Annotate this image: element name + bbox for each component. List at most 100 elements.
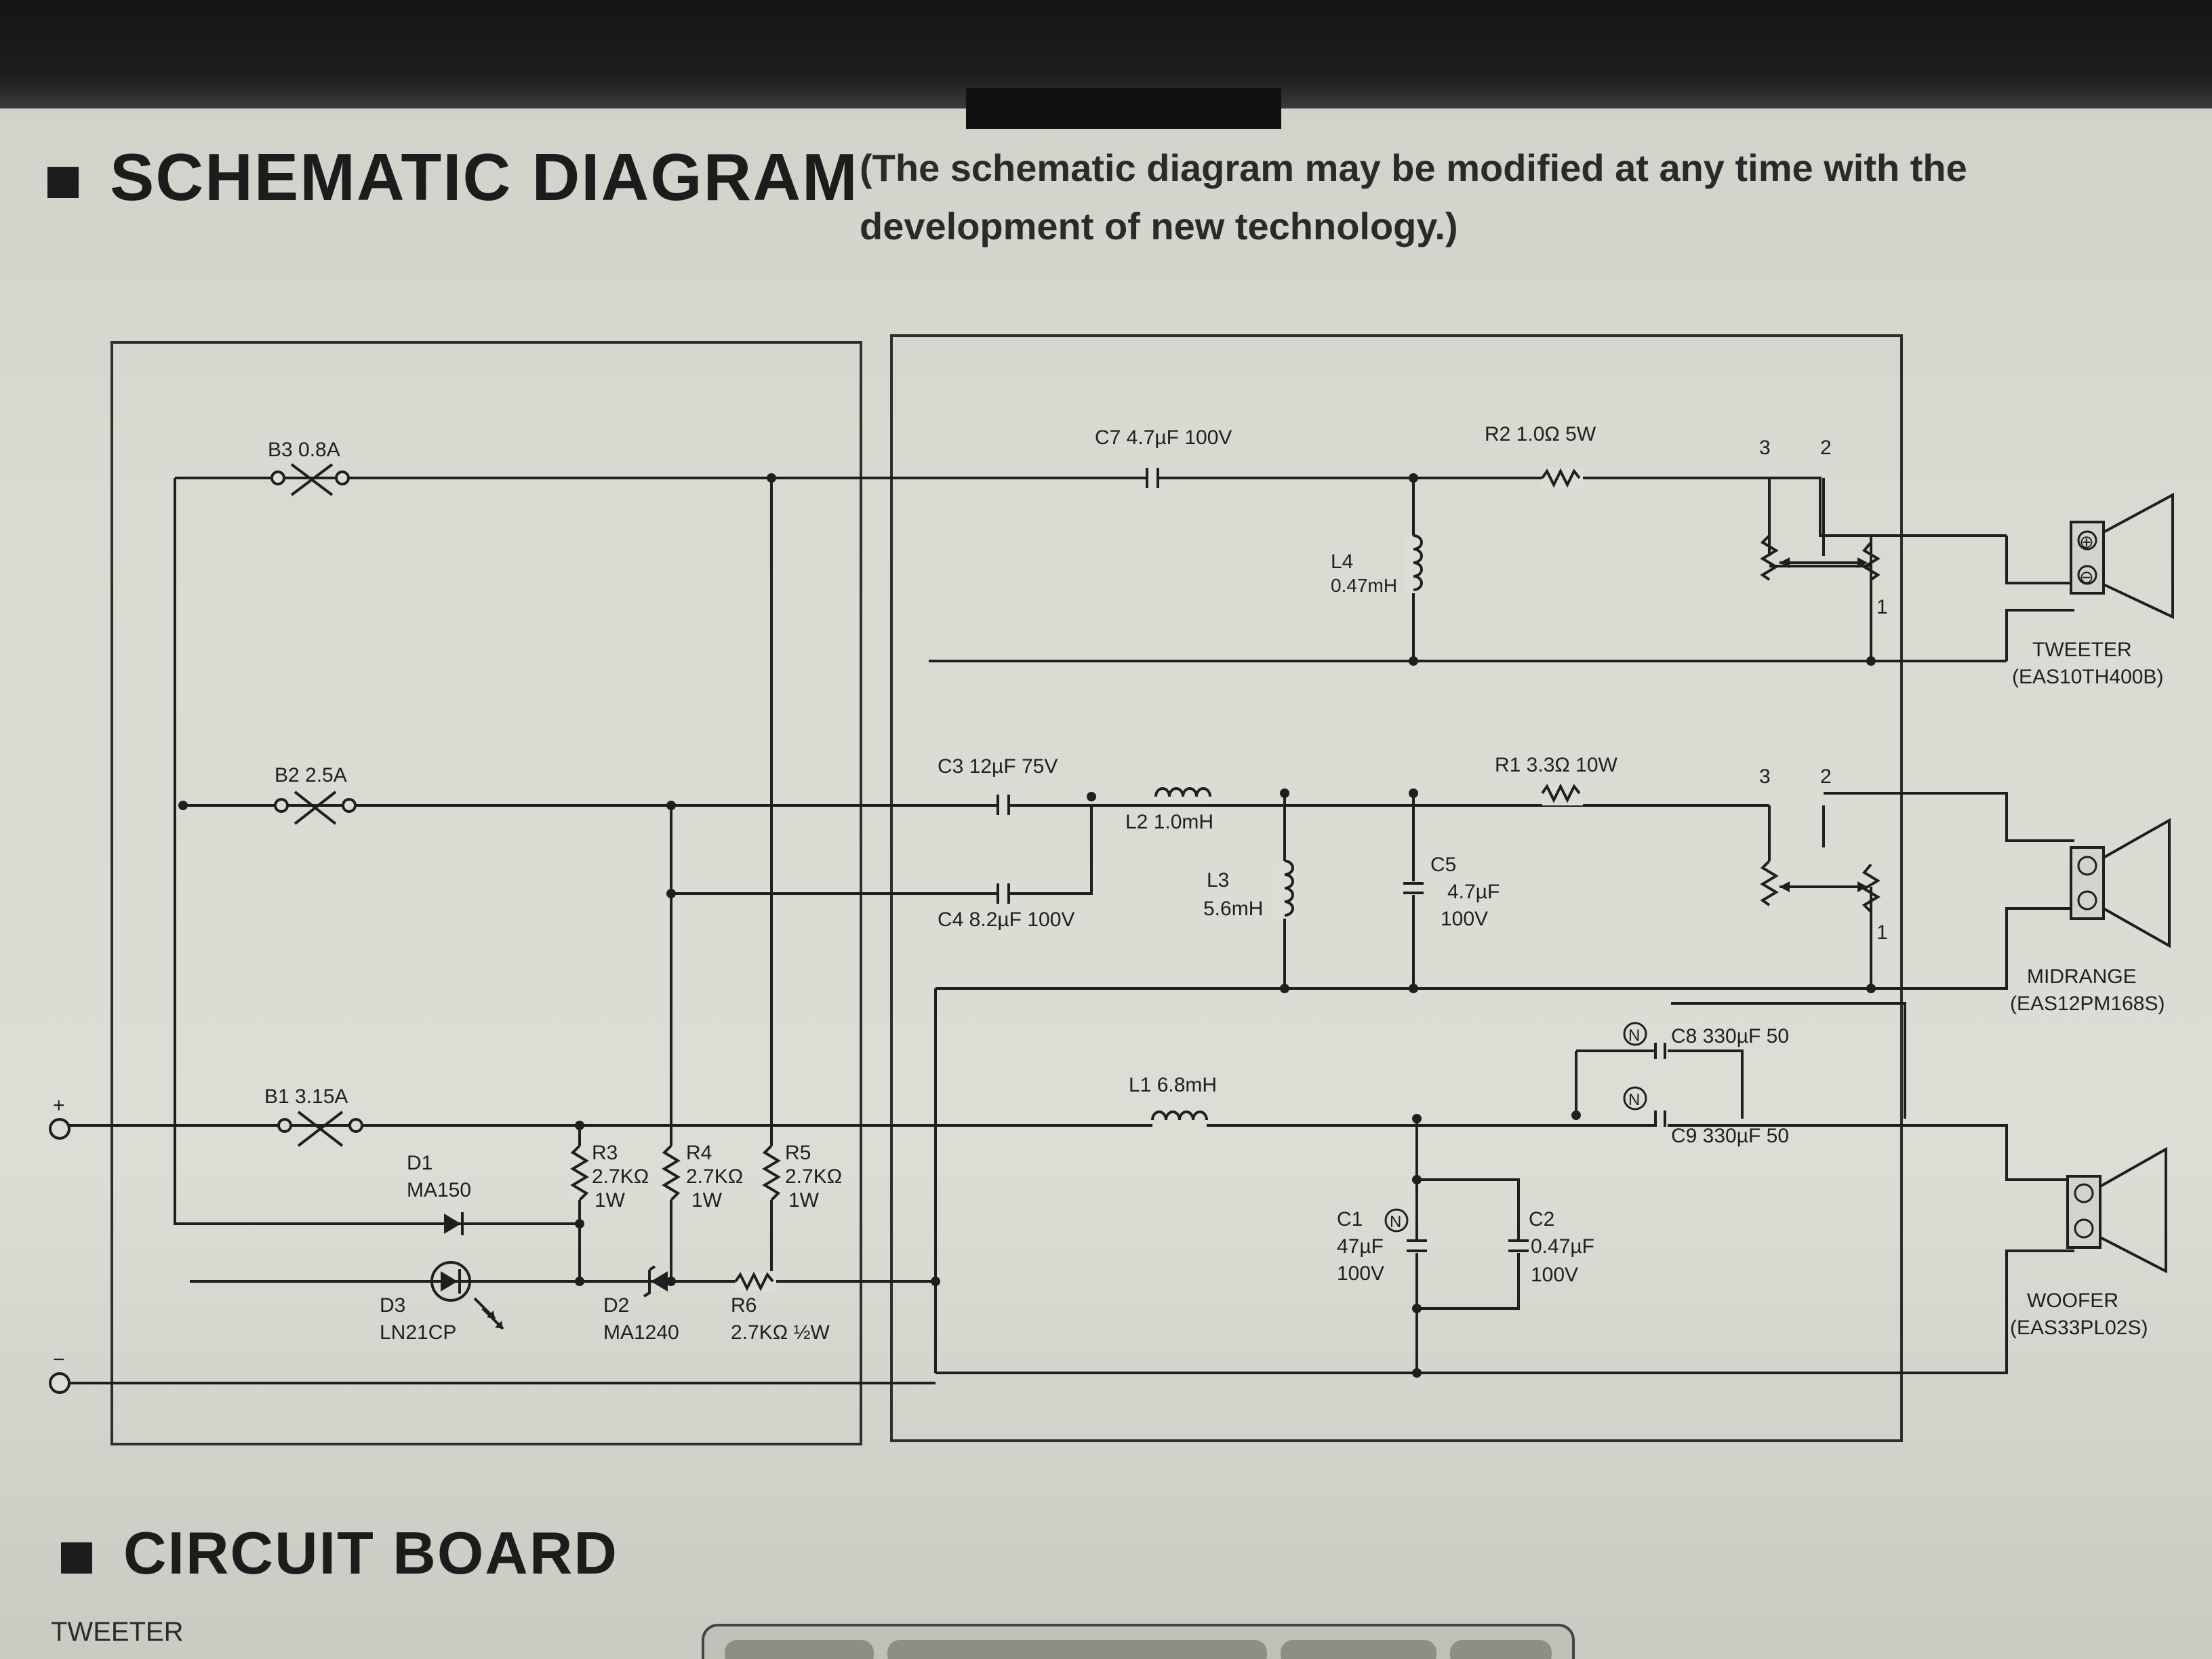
label-r5-name: R5 <box>785 1142 811 1164</box>
label-c3: C3 12µF 75V <box>938 755 1058 778</box>
label-d1-name: D1 <box>407 1152 433 1174</box>
resistor-r1-icon <box>1541 783 1583 805</box>
tweeter-caption: TWEETER <box>51 1617 184 1647</box>
resistor-r5-icon <box>761 1144 782 1201</box>
circuit-board-strip <box>702 1624 1575 1659</box>
input-pos-symbol: ⊕ <box>2079 532 2094 552</box>
label-b1: B1 3.15A <box>264 1085 348 1108</box>
bullet-icon <box>47 167 79 199</box>
circuit-board-heading: CIRCUIT BOARD <box>61 1519 618 1588</box>
capacitor-c1-icon <box>1407 1239 1427 1253</box>
schematic-note: (The schematic diagram may be modified a… <box>860 139 2012 256</box>
nonpolar-c9-mark: N <box>1628 1091 1640 1109</box>
label-l3-value: 5.6mH <box>1203 898 1263 920</box>
input-negative-terminal-icon <box>49 1372 71 1394</box>
label-c9: C9 330µF 50 <box>1671 1125 1789 1147</box>
tweeter-model: (EAS10TH400B) <box>2012 666 2163 688</box>
label-d3-name: D3 <box>380 1294 405 1317</box>
capacitor-c4-icon <box>997 883 1010 904</box>
label-c8: C8 330µF 50 <box>1671 1025 1789 1047</box>
label-c7: C7 4.7µF 100V <box>1095 426 1232 449</box>
diode-d1-icon <box>444 1212 464 1235</box>
label-c2-value: 0.47µF <box>1531 1235 1594 1258</box>
midrange-speaker-icon <box>2070 818 2171 948</box>
breaker-b2-icon <box>274 791 357 825</box>
junction-dots <box>178 473 1876 1378</box>
inductor-l3-icon <box>1274 860 1296 919</box>
wiring <box>68 477 2074 1384</box>
label-r1: R1 3.3Ω 10W <box>1495 754 1618 776</box>
midrange-pin-2: 2 <box>1820 765 1832 788</box>
resistor-r4-icon <box>661 1144 681 1201</box>
label-r6-name: R6 <box>731 1294 757 1317</box>
label-l4-value: 0.47mH <box>1331 575 1397 596</box>
tweeter-speaker-icon <box>2070 492 2174 620</box>
label-d1-part: MA150 <box>407 1179 471 1201</box>
woofer-speaker-icon <box>2066 1146 2167 1274</box>
label-r4-name: R4 <box>686 1142 712 1164</box>
label-l3-name: L3 <box>1207 869 1229 892</box>
tweeter-pin-2: 2 <box>1820 437 1832 459</box>
inductor-l4-icon <box>1403 534 1425 593</box>
inductor-l1-icon <box>1151 1105 1208 1127</box>
circuit-board-title: CIRCUIT BOARD <box>123 1519 618 1586</box>
input-positive-terminal-icon <box>49 1118 71 1140</box>
note-line-2: development of new technology.) <box>860 205 1458 247</box>
nonpolar-marker-icon <box>1384 1022 1647 1233</box>
label-d3-part: LN21CP <box>380 1321 456 1344</box>
midrange-model: (EAS12PM168S) <box>2010 993 2165 1015</box>
board-tab-2 <box>887 1640 1267 1659</box>
label-l4-name: L4 <box>1331 551 1353 573</box>
input-plus-label: + <box>53 1094 65 1117</box>
label-b3: B3 0.8A <box>268 439 340 461</box>
board-tab-4 <box>1450 1640 1552 1659</box>
capacitor-c2-icon <box>1508 1239 1529 1253</box>
resistor-r2-icon <box>1541 468 1583 488</box>
label-c2-volt: 100V <box>1531 1264 1578 1286</box>
board-tab-3 <box>1281 1640 1436 1659</box>
label-r6-value: 2.7KΩ ½W <box>731 1321 830 1344</box>
label-r4-watt: 1W <box>691 1189 723 1212</box>
tweeter-attenuator-icon <box>1760 534 1881 581</box>
schematic-heading: SCHEMATIC DIAGRAM <box>47 139 859 216</box>
resistor-r6-icon <box>734 1271 776 1292</box>
label-c5-volt: 100V <box>1441 908 1488 930</box>
label-r3-value: 2.7KΩ <box>592 1165 649 1188</box>
label-c2-name: C2 <box>1529 1208 1554 1231</box>
note-line-1: (The schematic diagram may be modified a… <box>860 146 1967 189</box>
label-r2: R2 1.0Ω 5W <box>1485 423 1596 445</box>
label-c5-name: C5 <box>1430 854 1456 876</box>
capacitor-c8-icon <box>1654 1041 1668 1061</box>
nonpolar-c8-mark: N <box>1628 1026 1640 1045</box>
label-r3-watt: 1W <box>595 1189 626 1212</box>
label-c1-volt: 100V <box>1337 1262 1384 1285</box>
input-minus-label: − <box>53 1348 65 1371</box>
label-l2: L2 1.0mH <box>1125 811 1213 833</box>
woofer-model: (EAS33PL02S) <box>2010 1317 2148 1339</box>
label-r5-watt: 1W <box>788 1189 820 1212</box>
label-c1-value: 47µF <box>1337 1235 1384 1258</box>
tweeter-pin-3: 3 <box>1759 437 1771 459</box>
midrange-attenuator-icon <box>1760 860 1881 913</box>
inductor-l2-icon <box>1154 783 1211 803</box>
tweeter-pin-1: 1 <box>1876 596 1888 618</box>
nonpolar-c1-mark: N <box>1390 1213 1401 1231</box>
bullet-icon <box>61 1542 92 1574</box>
label-r3-name: R3 <box>592 1142 618 1164</box>
led-d3-icon <box>430 1261 504 1330</box>
input-neg-symbol: ⊖ <box>2079 567 2094 587</box>
capacitor-c3-icon <box>997 795 1010 815</box>
crossover-box <box>890 334 1903 1442</box>
label-d2-part: MA1240 <box>603 1321 679 1344</box>
tweeter-label: TWEETER <box>2032 639 2132 661</box>
breaker-b1-icon <box>277 1111 363 1147</box>
label-c4: C4 8.2µF 100V <box>938 908 1074 931</box>
midrange-label: MIDRANGE <box>2027 965 2137 988</box>
top-tab <box>966 88 1281 129</box>
label-d2-name: D2 <box>603 1294 629 1317</box>
label-r5-value: 2.7KΩ <box>785 1165 842 1188</box>
midrange-pin-1: 1 <box>1876 921 1888 944</box>
woofer-label: WOOFER <box>2027 1290 2118 1312</box>
breaker-b3-icon <box>270 463 350 496</box>
